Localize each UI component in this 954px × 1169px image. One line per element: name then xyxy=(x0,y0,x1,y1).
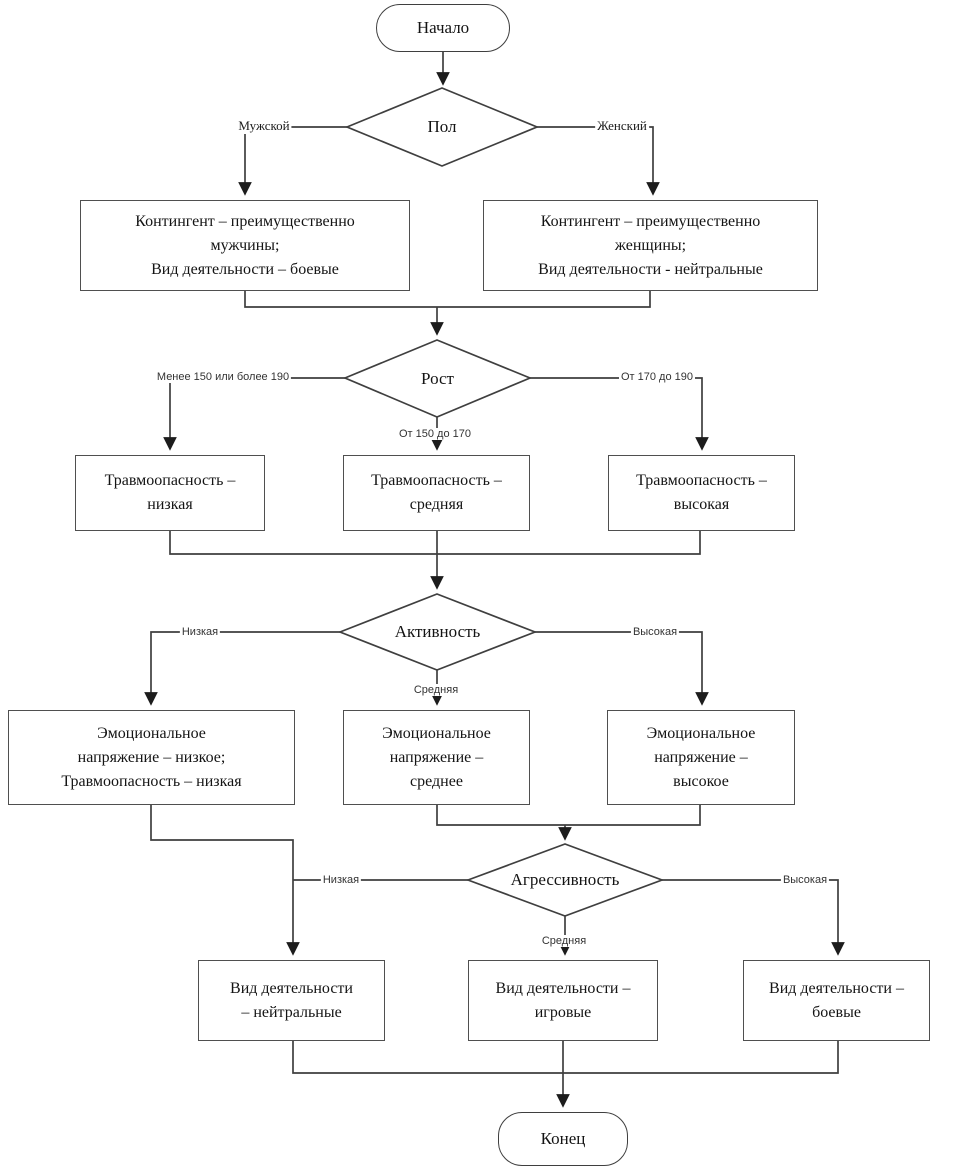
edge-label-activity-low: Низкая xyxy=(179,626,221,638)
node-end: Конец xyxy=(498,1112,628,1166)
process-injury-high: Травмоопасность – высокая xyxy=(608,455,795,531)
edge-label-height-right: От 170 до 190 xyxy=(618,371,696,383)
decision-activity-shape xyxy=(337,593,538,671)
decision-aggression-shape xyxy=(465,843,665,917)
process-activity-combat: Вид деятельности – боевые xyxy=(743,960,930,1041)
connector-bottom-merge xyxy=(292,1041,839,1074)
node-start: Начало xyxy=(376,4,510,52)
process-injury-low: Травмоопасность – низкая xyxy=(75,455,265,531)
connector-activity-left xyxy=(144,631,340,706)
process-contingent-male: Контингент – преимущественно мужчины; Ви… xyxy=(80,200,410,291)
edge-label-activity-high: Высокая xyxy=(630,626,680,638)
edge-label-gender-male: Мужской xyxy=(236,118,292,134)
process-contingent-female: Контингент – преимущественно женщины; Ви… xyxy=(483,200,818,291)
decision-aggression-label: Агрессивность xyxy=(510,870,620,889)
process-emotion-low: Эмоциональное напряжение – низкое; Травм… xyxy=(8,710,295,805)
connector-aggression-right xyxy=(662,879,845,956)
decision-gender-label: Пол xyxy=(427,117,457,136)
connector-height-right xyxy=(530,377,709,451)
process-injury-medium: Травмоопасность – средняя xyxy=(343,455,530,531)
connector-emotion-low-to-neutral xyxy=(150,805,300,956)
connector-gender-male xyxy=(238,126,347,196)
edge-label-activity-medium: Средняя xyxy=(411,684,461,696)
process-activity-neutral: Вид деятельности – нейтральные xyxy=(198,960,385,1041)
edge-label-height-middle: От 150 до 170 xyxy=(396,428,474,440)
process-emotion-medium: Эмоциональное напряжение – среднее xyxy=(343,710,530,805)
connector-gender-female xyxy=(537,126,660,196)
edge-label-aggression-high: Высокая xyxy=(780,874,830,886)
process-emotion-high: Эмоциональное напряжение – высокое xyxy=(607,710,795,805)
edge-label-aggression-low: Низкая xyxy=(320,874,362,886)
connector-activity-right xyxy=(535,631,709,706)
connector-contingent-merge xyxy=(244,291,651,308)
decision-height-shape xyxy=(342,339,533,418)
decision-gender-shape xyxy=(344,87,540,167)
connector-emotion-merge xyxy=(436,805,701,826)
process-activity-game: Вид деятельности – игровые xyxy=(468,960,658,1041)
connector-height-left xyxy=(163,377,345,451)
decision-height-label: Рост xyxy=(421,368,454,388)
edge-label-gender-female: Женский xyxy=(595,118,649,134)
connector-injury-merge xyxy=(169,531,701,555)
edge-label-height-left: Менее 150 или более 190 xyxy=(154,371,292,383)
decision-activity-label: Активность xyxy=(394,622,481,641)
edge-label-aggression-medium: Средняя xyxy=(539,935,589,947)
